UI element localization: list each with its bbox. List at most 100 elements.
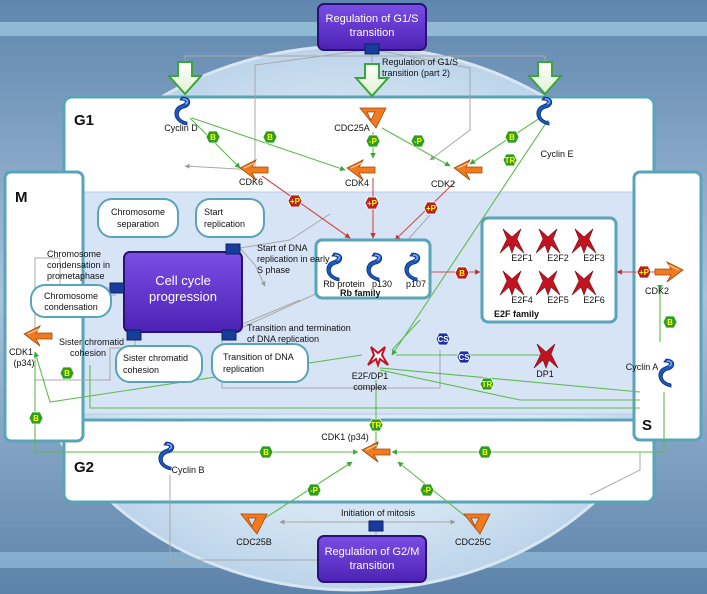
phase-label-g2: G2 — [74, 459, 94, 476]
cdc25a-node[interactable] — [359, 107, 387, 129]
badge-p-3-text: -P — [310, 486, 319, 495]
e2f-family-group[interactable] — [480, 216, 618, 324]
badge-b-1-text: B — [210, 133, 216, 142]
link-square-condensation[interactable] — [109, 282, 125, 294]
rb-protein-node[interactable] — [326, 252, 343, 282]
cdc25b-label: CDC25B — [236, 537, 272, 547]
cdc25c-node[interactable] — [463, 513, 491, 535]
cyclin-e-node[interactable] — [536, 96, 553, 126]
badge-b-8-text: B — [263, 448, 269, 457]
cdk1-m-label-1: CDK1 — [9, 347, 33, 357]
transition-dna-line2: of DNA replication — [247, 334, 319, 344]
e2f-label-1: E2F1 — [511, 253, 533, 263]
e2f-label-6: E2F6 — [583, 295, 605, 305]
e2f-node-4[interactable] — [499, 270, 525, 296]
trans-dna-line1: Transition of DNA — [223, 352, 294, 362]
rb-family-group[interactable] — [314, 238, 432, 300]
e2f-node-6[interactable] — [571, 270, 597, 296]
sister-box[interactable] — [115, 345, 203, 383]
link-square-sister[interactable] — [126, 329, 142, 341]
badge-pp-4: +P — [636, 265, 652, 279]
link-square-g1s[interactable] — [364, 43, 380, 55]
e2f-node-5[interactable] — [535, 270, 561, 296]
cyclin-e-label: Cyclin E — [540, 149, 573, 159]
dp1-label: DP1 — [536, 369, 554, 379]
entry-arrow-center — [353, 63, 391, 98]
e2f-dp1-complex-node[interactable] — [367, 346, 389, 369]
e2f-node-2[interactable] — [535, 228, 561, 254]
rb-family-label: Rb family — [340, 288, 381, 298]
cdk2-g1-node[interactable] — [453, 159, 483, 181]
badge-p-1-text: -P — [369, 137, 378, 146]
phase-label-s: S — [642, 417, 652, 434]
initiation-mitosis-label: Initiation of mitosis — [341, 508, 416, 518]
badge-pp-1: +P — [287, 194, 303, 208]
badge-b-4-text: B — [459, 269, 465, 278]
entry-arrow-right — [526, 61, 564, 96]
chrom-prometaphase-line3: prometaphase — [47, 271, 105, 281]
cdk1-m-node[interactable] — [23, 325, 53, 347]
cell-cycle-title-line2: progression — [149, 289, 217, 304]
start-dna-line3: S phase — [257, 265, 290, 275]
cell-cycle-title-line1: Cell cycle — [155, 273, 211, 288]
sister-line1: Sister chromatid — [123, 353, 188, 363]
e2f-node-1[interactable] — [499, 228, 525, 254]
sister-cohesion-line1: Sister chromatid — [59, 337, 124, 347]
start-rep-box[interactable] — [195, 198, 265, 238]
cdc25b-node[interactable] — [240, 513, 268, 535]
badge-b-9: B — [477, 445, 493, 459]
e2f-node-3[interactable] — [571, 228, 597, 254]
cdc25a-label: CDC25A — [334, 123, 370, 133]
link-square-start-dna[interactable] — [225, 243, 241, 255]
p130-node[interactable] — [366, 252, 383, 282]
chrom-prometaphase-line2: condensation in — [47, 260, 110, 270]
chrom-prometaphase-line1: Chromosome — [47, 249, 101, 259]
badge-pp-4-text: +P — [639, 268, 650, 277]
cdk2-g1-label: CDK2 — [431, 179, 455, 189]
cyclin-a-label: Cyclin A — [626, 362, 659, 372]
cdk4-node[interactable] — [346, 159, 376, 181]
dp1-node[interactable] — [533, 343, 559, 369]
e2f-label-4: E2F4 — [511, 295, 533, 305]
chrom-sep-line2: separation — [117, 219, 159, 229]
chrom-cond-line1: Chromosome — [44, 291, 98, 301]
badge-pp-3: +P — [423, 201, 439, 215]
cdk4-label: CDK4 — [345, 178, 369, 188]
badge-pp-1-text: +P — [290, 197, 301, 206]
rb-protein-label: Rb protein — [323, 279, 365, 289]
badge-p-4: -P — [419, 483, 435, 497]
badge-p-3: -P — [306, 483, 322, 497]
cdk6-node[interactable] — [239, 159, 269, 181]
transition-dna-line1: Transition and termination — [247, 323, 351, 333]
trans-dna-box[interactable] — [211, 343, 309, 383]
cdk1-g2-node[interactable] — [361, 441, 391, 463]
chrom-sep-line1: Chromosome — [111, 207, 165, 217]
cyclin-b-node[interactable] — [158, 441, 175, 471]
cyclin-a-node[interactable] — [658, 358, 675, 388]
g2m-process-box[interactable] — [317, 535, 427, 583]
g2m-title-line1: Regulation of G2/M — [325, 546, 420, 558]
phase-entry-arrows — [166, 61, 564, 98]
sister-line2: cohesion — [123, 365, 159, 375]
e2f-label-2: E2F2 — [547, 253, 569, 263]
g2m-title-line2: transition — [350, 560, 395, 572]
chrom-cond-box[interactable] — [30, 284, 112, 318]
badge-tr-3: TR — [368, 418, 384, 432]
g1s-title-line1: Regulation of G1/S — [326, 13, 419, 25]
cyclin-d-node[interactable] — [174, 96, 191, 126]
chrom-sep-box[interactable] — [97, 198, 179, 238]
cdk2-s-node[interactable] — [654, 261, 684, 283]
badge-tr-2: TR — [479, 377, 495, 391]
cdk2-s-label: CDK2 — [645, 286, 669, 296]
link-square-g2m[interactable] — [368, 520, 384, 532]
badge-p-1: -P — [365, 134, 381, 148]
p107-node[interactable] — [404, 252, 421, 282]
link-square-transition[interactable] — [221, 329, 237, 341]
